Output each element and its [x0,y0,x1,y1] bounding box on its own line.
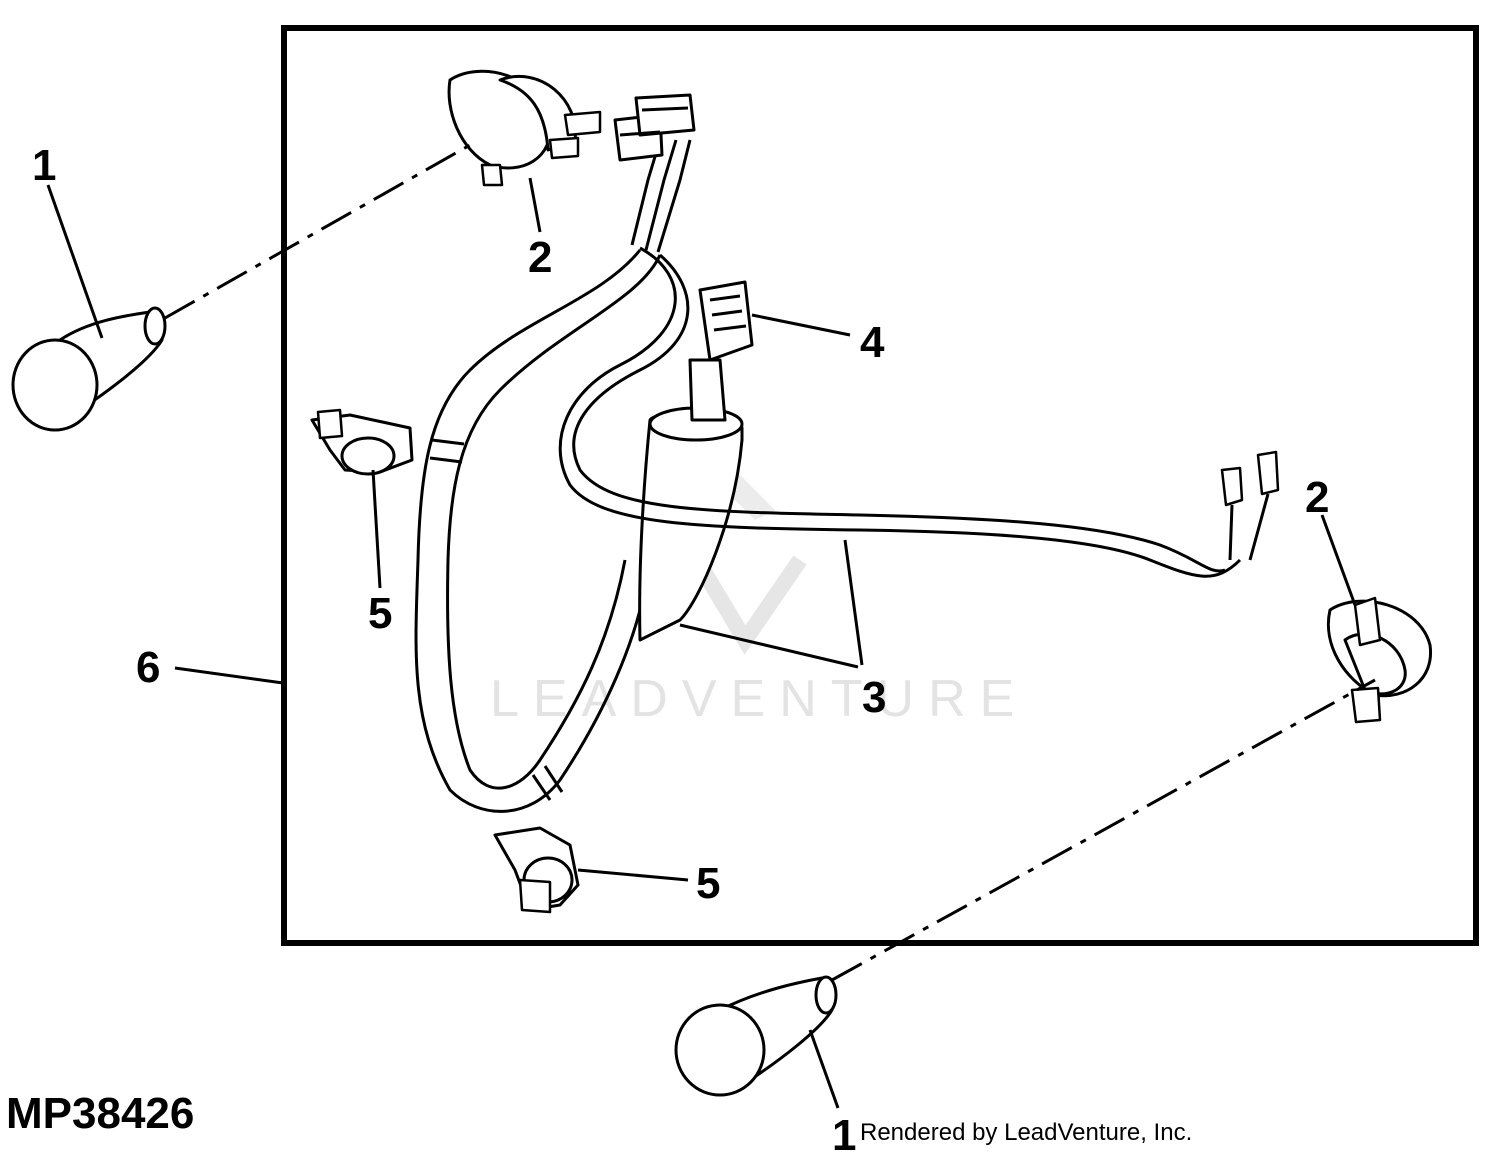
alignment-line-top [164,143,471,320]
callout-5-bottom: 5 [696,859,720,908]
kit-border-box [281,25,1479,946]
leader-lines [46,177,1357,1109]
alignment-line-bottom [831,678,1376,982]
callout-1-bottom: 1 [832,1111,856,1160]
wiring-harness [310,69,1433,914]
bulb-top [11,306,167,432]
bulb-bottom [674,975,838,1097]
credit-text: Rendered by LeadVenture, Inc. [860,1119,1192,1146]
figure-id: MP38426 [6,1089,194,1138]
callout-3: 3 [862,673,886,722]
callout-2-right: 2 [1305,473,1329,522]
callout-4: 4 [860,318,885,367]
watermark-text: LEADVENTURE [490,670,1028,728]
callout-6: 6 [136,643,160,692]
watermark: LEADVENTURE [490,470,1028,728]
callout-2-top: 2 [528,233,552,282]
callout-1-top: 1 [32,141,56,190]
callout-5-left: 5 [368,589,392,638]
